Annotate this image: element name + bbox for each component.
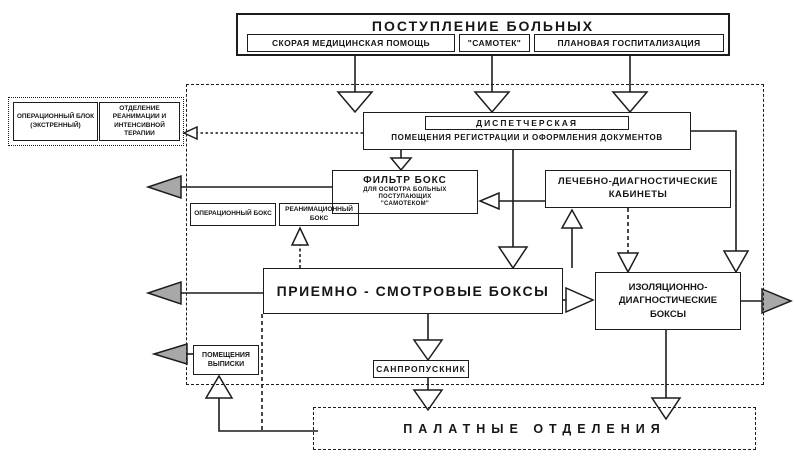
dispatcher-title-box: ДИСПЕТЧЕРСКАЯ: [425, 116, 629, 130]
gray-arrow-reception-exit-left: [145, 280, 263, 306]
arrow-isolation-to-wards: [650, 330, 682, 421]
wards-department-box: ПАЛАТНЫЕ ОТДЕЛЕНИЯ: [313, 407, 756, 450]
arrow-planned-to-dispatcher: [611, 56, 649, 114]
dispatcher-subtitle: ПОМЕЩЕНИЯ РЕГИСТРАЦИИ И ОФОРМЛЕНИЯ ДОКУМ…: [391, 133, 663, 142]
gray-arrow-filter-box-exit-left: [145, 174, 332, 200]
arrow-reception-to-isolation: [563, 286, 595, 314]
dashed-arrow-treatment-to-isolation: [616, 208, 640, 274]
reception-examination-boxes: ПРИЕМНО - СМОТРОВЫЕ БОКСЫ: [263, 268, 563, 314]
source-planned-box: ПЛАНОВАЯ ГОСПИТАЛИЗАЦИЯ: [534, 34, 724, 52]
arrow-walkin-to-dispatcher: [473, 56, 511, 114]
treatment-diagnostic-rooms-box: ЛЕЧЕБНО-ДИАГНОСТИЧЕСКИЕ КАБИНЕТЫ: [545, 170, 731, 208]
arrow-dispatcher-to-reception-boxes: [497, 150, 529, 270]
arrow-reception-to-sanitary-pass: [412, 314, 444, 362]
emergency-unit-boundary: [8, 97, 184, 146]
dotted-arrow-dispatcher-to-emergency-unit: [182, 125, 363, 141]
dispatcher-block: ДИСПЕТЧЕРСКАЯ ПОМЕЩЕНИЯ РЕГИСТРАЦИИ И ОФ…: [363, 112, 691, 150]
wards-label: ПАЛАТНЫЕ ОТДЕЛЕНИЯ: [403, 421, 666, 436]
sanitary-pass-box: САНПРОПУСКНИК: [373, 360, 469, 378]
source-walk-in-box: "САМОТЕК": [459, 34, 530, 52]
arrow-dispatcher-to-isolation-boxes: [691, 130, 750, 274]
gray-arrow-discharge-exit-left: [151, 342, 193, 366]
arrow-wards-to-discharge: [204, 374, 318, 432]
filter-box: ФИЛЬТР БОКС ДЛЯ ОСМОТРА БОЛЬНЫХ ПОСТУПАЮ…: [332, 170, 478, 214]
arrow-ambulance-to-dispatcher: [336, 56, 374, 114]
intensive-care-box: ОТДЕЛЕНИЕ РЕАНИМАЦИИ И ИНТЕНСИВНОЙ ТЕРАП…: [99, 102, 180, 141]
source-ambulance-box: СКОРАЯ МЕДИЦИНСКАЯ ПОМОЩЬ: [247, 34, 455, 52]
operating-block-box: ОПЕРАЦИОННЫЙ БЛОК (ЭКСТРЕННЫЙ): [13, 102, 98, 141]
arrow-reception-to-treatment-rooms: [560, 208, 584, 268]
filter-box-note: ДЛЯ ОСМОТРА БОЛЬНЫХ ПОСТУПАЮЩИХ "САМОТЕК…: [363, 187, 447, 208]
resuscitation-box: РЕАНИМАЦИОННЫЙ БОКС: [279, 203, 359, 226]
operating-box: ОПЕРАЦИОННЫЙ БОКС: [190, 203, 276, 226]
admission-department-boundary: [186, 84, 764, 385]
arrow-dispatcher-to-filter-box: [389, 150, 413, 172]
filter-box-title: ФИЛЬТР БОКС: [363, 175, 447, 186]
gray-arrow-isolation-exit-right: [741, 287, 793, 315]
isolation-diagnostic-boxes: ИЗОЛЯЦИОННО-ДИАГНОСТИЧЕСКИЕ БОКСЫ: [595, 272, 741, 330]
admission-title: ПОСТУПЛЕНИЕ БОЛЬНЫХ: [371, 18, 595, 34]
arrow-reception-flow-to-filter-box: [478, 191, 545, 211]
discharge-rooms-box: ПОМЕЩЕНИЯ ВЫПИСКИ: [193, 345, 259, 375]
dashed-arrow-reception-to-resuscitation-box: [290, 226, 310, 268]
